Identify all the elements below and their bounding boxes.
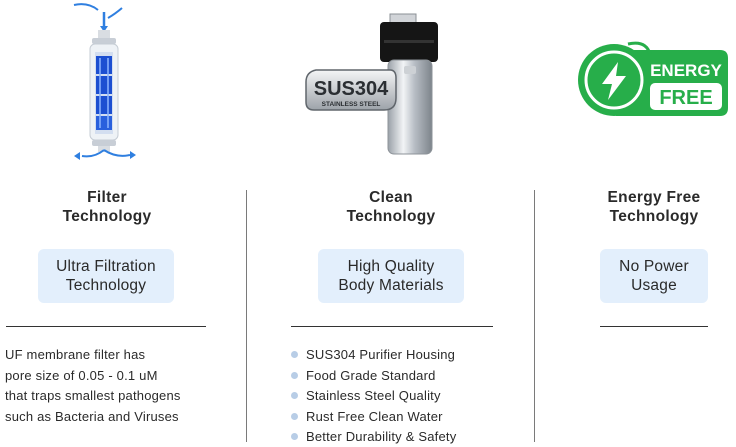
feature-title: Energy Free Technology	[607, 189, 701, 225]
energy-free-logo: ENERGY FREE	[576, 0, 730, 165]
feature-title: Filter Technology	[62, 189, 152, 225]
list-item: Rust Free Clean Water	[289, 407, 529, 428]
list-item: Better Durability & Safety	[289, 427, 529, 447]
list-item: SUS304 Purifier Housing	[289, 345, 529, 366]
stainless-housing-image: SUS304 STAINLESS STEEL	[304, 0, 444, 165]
lightning-icon	[602, 62, 626, 100]
stainless-steel-badge-text: STAINLESS STEEL	[322, 101, 381, 108]
feature-energy-free: ENERGY FREE Energy Free Technology No Po…	[536, 0, 736, 447]
energy-logo-word: ENERGY	[650, 61, 722, 80]
section-divider	[6, 326, 206, 327]
list-item: Food Grade Standard	[289, 366, 529, 387]
feature-pill: No Power Usage	[600, 249, 708, 303]
feature-clean: SUS304 STAINLESS STEEL Clean Technology …	[248, 0, 534, 447]
free-logo-word: FREE	[659, 87, 712, 109]
list-item: Stainless Steel Quality	[289, 386, 529, 407]
sus304-badge-text: SUS304	[314, 78, 389, 100]
section-divider	[291, 326, 493, 327]
feature-filter: Filter Technology Ultra Filtration Techn…	[0, 0, 246, 447]
feature-bullet-list: SUS304 Purifier Housing Food Grade Stand…	[289, 345, 529, 447]
feature-title: Clean Technology	[346, 189, 436, 225]
column-divider	[246, 190, 247, 442]
column-divider	[534, 190, 535, 442]
uf-filter-image	[70, 0, 140, 165]
feature-pill: High Quality Body Materials	[318, 249, 464, 303]
section-divider	[600, 326, 708, 327]
feature-description: UF membrane filter has pore size of 0.05…	[5, 347, 181, 424]
feature-pill: Ultra Filtration Technology	[38, 249, 174, 303]
